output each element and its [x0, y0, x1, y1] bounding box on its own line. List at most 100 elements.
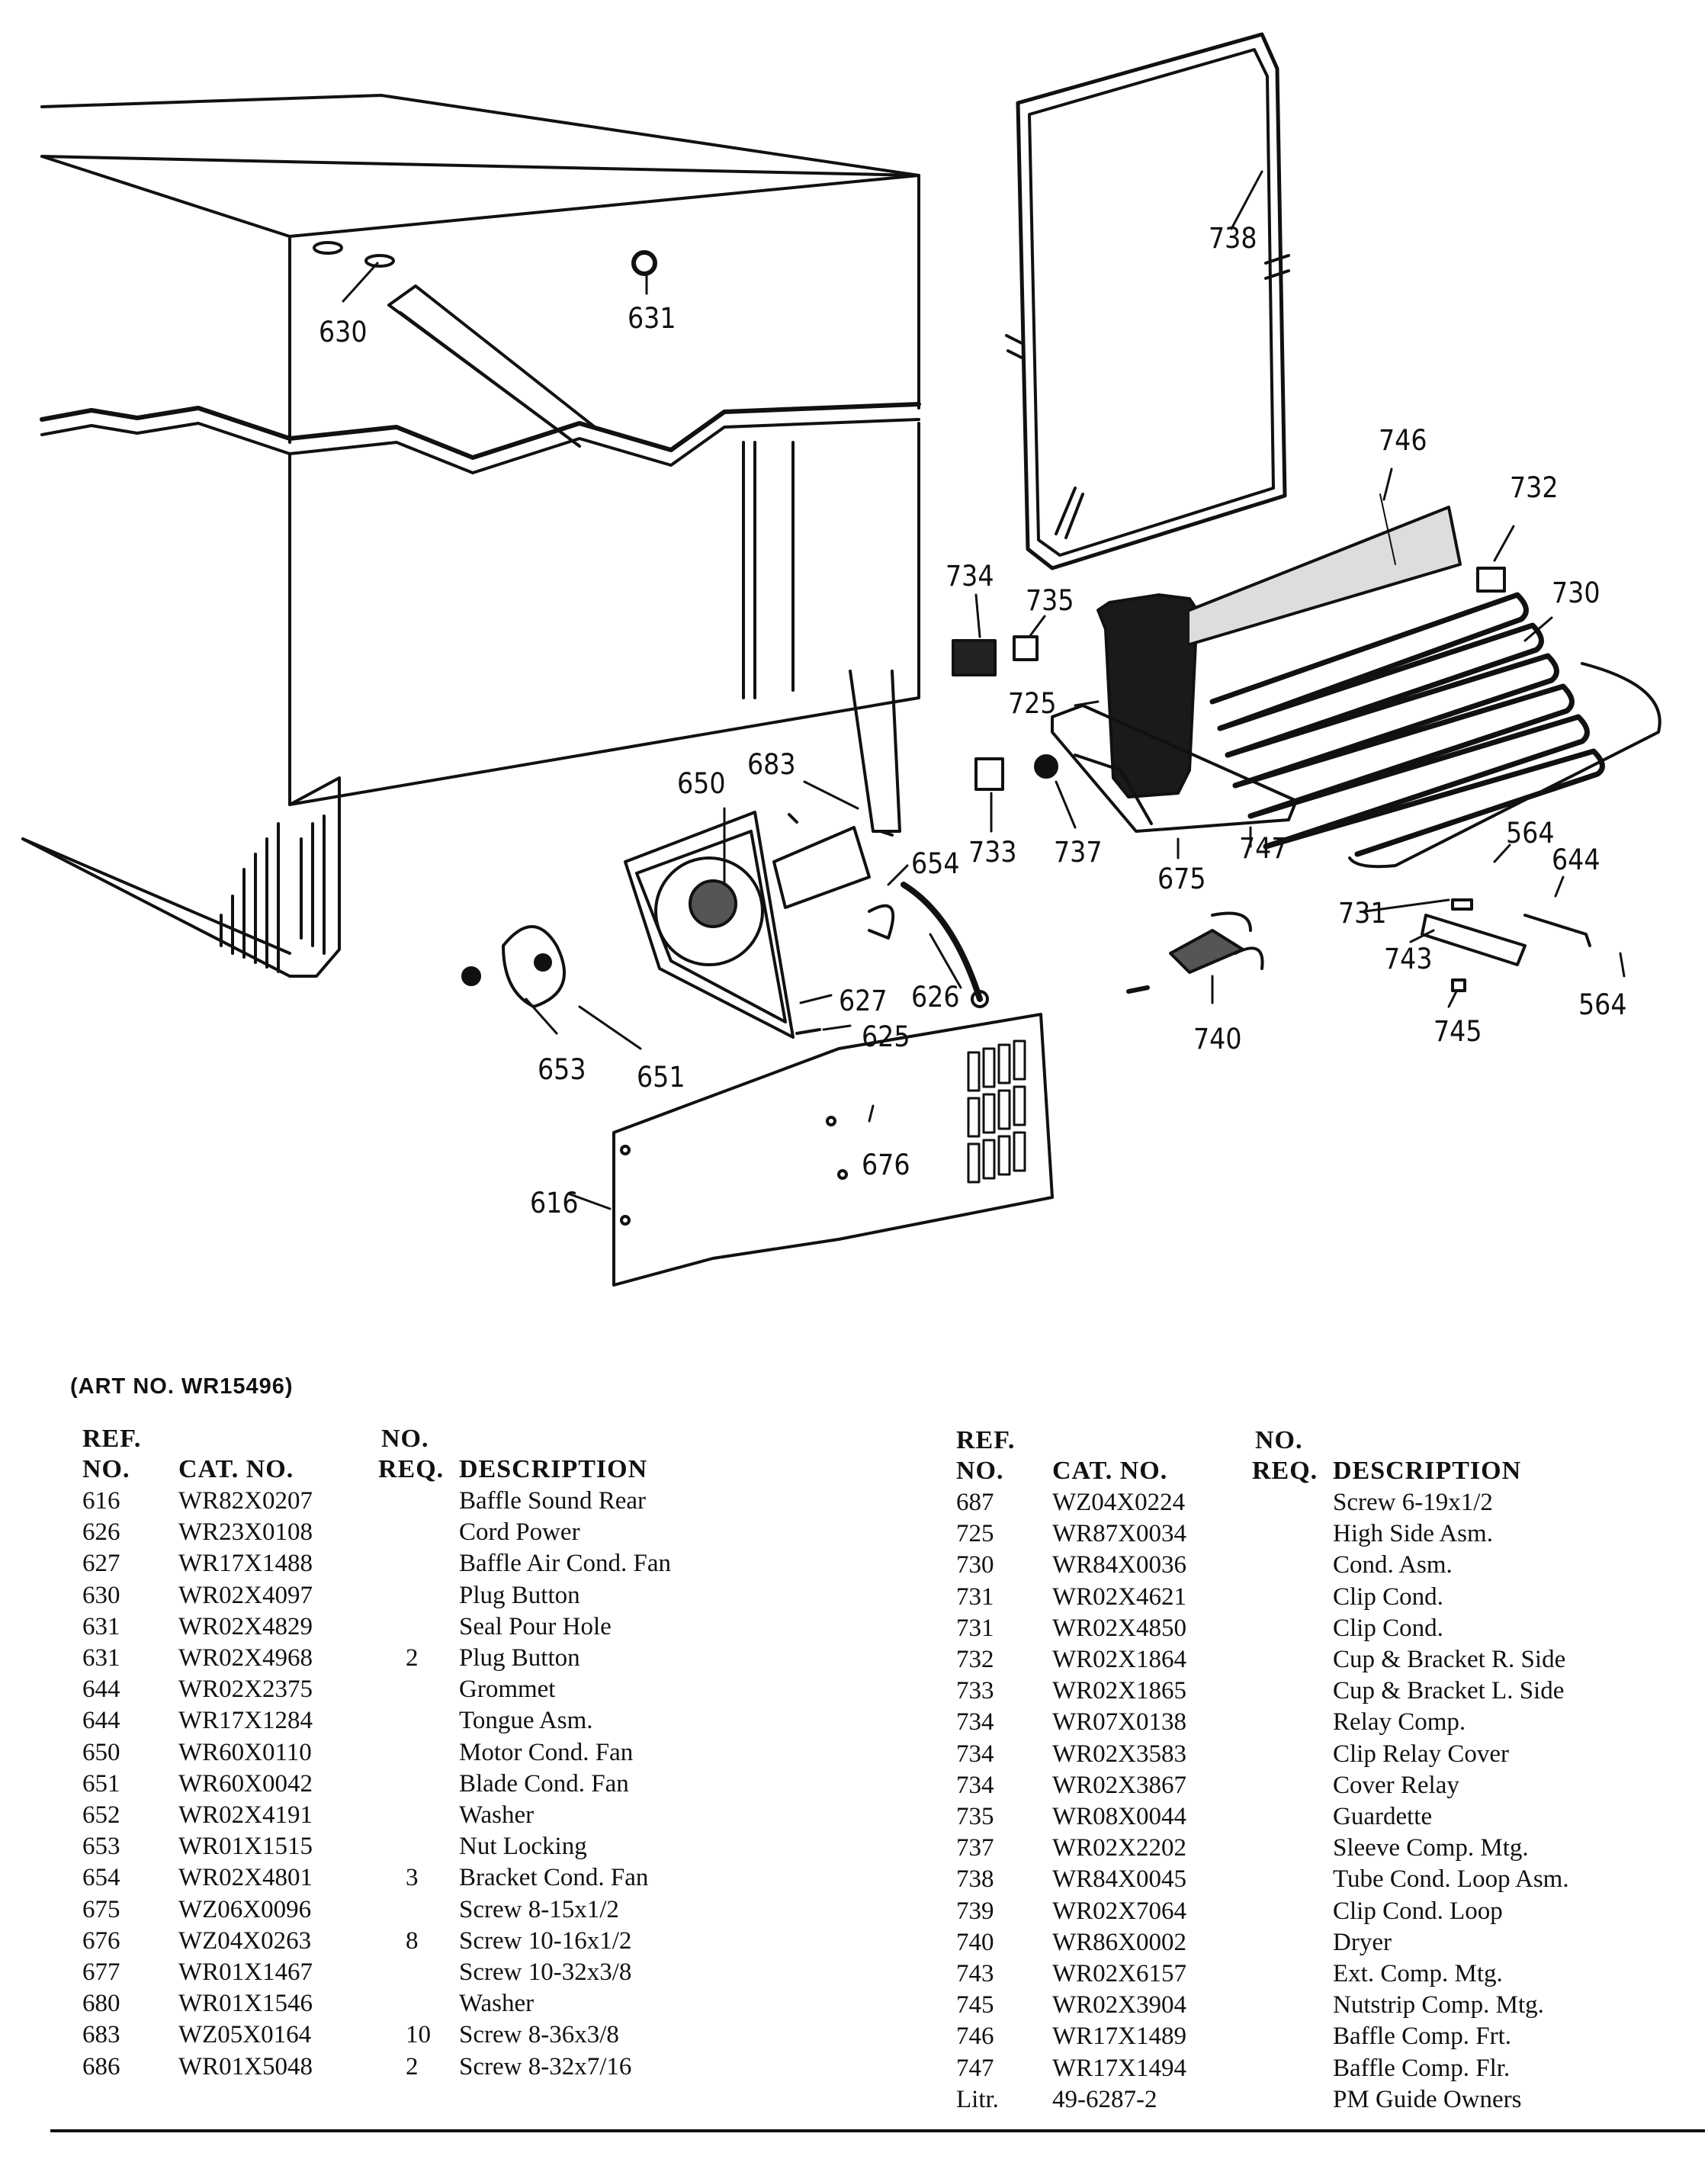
header-ref: REF. [82, 1425, 142, 1453]
callout-733: 733 [968, 836, 1017, 869]
description-cell: Screw 8-15x1/2 [459, 1895, 619, 1923]
cat-no-cell: WZ04X0224 [1052, 1489, 1186, 1516]
cat-no-cell: WR02X3583 [1052, 1740, 1186, 1768]
art-number: (ART NO. WR15496) [70, 1374, 294, 1399]
ref-cell: 730 [956, 1551, 994, 1579]
cat-no-cell: WR02X4097 [178, 1581, 313, 1609]
description-cell: Baffle Comp. Frt. [1333, 2023, 1512, 2051]
cat-no-cell: WR02X2375 [178, 1676, 313, 1704]
ref-cell: 747 [956, 2054, 994, 2082]
description-cell: Guardette [1333, 1803, 1433, 1830]
req-cell: 3 [406, 1864, 419, 1892]
ref-cell: 680 [82, 1990, 120, 2018]
callout-747: 747 [1239, 832, 1288, 865]
ref-cell: 626 [82, 1518, 120, 1547]
callout-626: 626 [911, 981, 960, 1014]
ref-cell: 676 [82, 1926, 120, 1955]
header-ref: REF. [956, 1426, 1016, 1454]
header-no-req-top: NO. [1255, 1426, 1303, 1454]
ref-cell: 616 [82, 1487, 120, 1515]
cat-no-cell: WZ05X0164 [178, 2021, 312, 2049]
callout-644: 644 [1552, 843, 1600, 876]
cat-no-cell: WR02X3867 [1052, 1771, 1186, 1799]
cat-no-cell: WR17X1488 [178, 1550, 313, 1578]
ref-cell: 653 [82, 1833, 120, 1861]
cat-no-cell: WR02X2202 [1052, 1834, 1186, 1862]
cat-no-cell: WR82X0207 [178, 1487, 313, 1515]
ref-cell: 731 [956, 1582, 994, 1611]
cat-no-cell: WR84X0036 [1052, 1551, 1186, 1579]
callout-625: 625 [862, 1020, 910, 1053]
ref-cell: 740 [956, 1928, 994, 1956]
description-cell: Tube Cond. Loop Asm. [1333, 1865, 1569, 1894]
callout-732: 732 [1510, 471, 1559, 504]
cat-no-cell: WR02X1864 [1052, 1646, 1186, 1673]
description-cell: Washer [459, 1801, 535, 1829]
ref-cell: 652 [82, 1801, 120, 1829]
description-cell: Baffle Comp. Flr. [1333, 2054, 1511, 2082]
description-cell: Clip Relay Cover [1333, 1740, 1509, 1768]
callout-616: 616 [530, 1187, 579, 1219]
cat-no-cell: 49-6287-2 [1052, 2085, 1157, 2113]
callout-653: 653 [538, 1053, 586, 1086]
cat-no-cell: WR23X0108 [178, 1518, 313, 1547]
description-cell: Dryer [1333, 1928, 1392, 1956]
callout-734: 734 [946, 560, 994, 593]
ref-cell: 743 [956, 1960, 994, 1987]
callout-731: 731 [1338, 897, 1387, 930]
callout-746: 746 [1379, 424, 1427, 457]
ref-cell: 733 [956, 1677, 994, 1705]
header-no: NO. [956, 1457, 1004, 1485]
cat-no-cell: WR02X1865 [1052, 1677, 1186, 1705]
cat-no-cell: WR01X1467 [178, 1958, 313, 1986]
cat-no-cell: WR01X1515 [178, 1833, 313, 1861]
ref-cell: 735 [956, 1803, 994, 1830]
exploded-parts-diagram: 630 631 738 746 732 730 734 735 725 683 … [21, 32, 1661, 1287]
description-cell: Nut Locking [459, 1833, 587, 1861]
callout-735: 735 [1026, 584, 1074, 617]
ref-cell: 738 [956, 1865, 994, 1894]
callout-650: 650 [677, 767, 726, 800]
cat-no-cell: WR08X0044 [1052, 1803, 1186, 1830]
callout-683: 683 [747, 748, 796, 781]
req-cell: 2 [406, 2052, 419, 2080]
ref-cell: 651 [82, 1769, 120, 1798]
description-cell: Ext. Comp. Mtg. [1333, 1960, 1503, 1987]
description-cell: Screw 10-32x3/8 [459, 1958, 632, 1986]
cat-no-cell: WR86X0002 [1052, 1928, 1186, 1956]
header-cat-no: CAT. NO. [1052, 1457, 1168, 1485]
callout-676: 676 [862, 1149, 910, 1181]
callout-740: 740 [1193, 1023, 1242, 1055]
callout-743: 743 [1384, 943, 1433, 975]
header-req: REQ. [1252, 1457, 1318, 1485]
description-cell: High Side Asm. [1333, 1520, 1493, 1548]
ref-cell: 745 [956, 1991, 994, 2019]
callout-675: 675 [1157, 863, 1206, 895]
ref-cell: 734 [956, 1771, 994, 1799]
leader-lines [342, 170, 1626, 1210]
ref-cell: 737 [956, 1834, 994, 1862]
ref-cell: 644 [82, 1676, 120, 1704]
cat-no-cell: WR02X4621 [1052, 1582, 1186, 1611]
cat-no-cell: WR02X3904 [1052, 1991, 1186, 2019]
description-cell: Washer [459, 1990, 535, 2018]
cat-no-cell: WR02X4850 [1052, 1614, 1186, 1642]
callout-654: 654 [911, 847, 960, 880]
cat-no-cell: WR02X4191 [178, 1801, 313, 1829]
ref-cell: 734 [956, 1708, 994, 1737]
fan-shroud-assembly [461, 811, 989, 1039]
header-cat-no: CAT. NO. [178, 1455, 294, 1483]
description-cell: Cord Power [459, 1518, 580, 1547]
cat-no-cell: WR17X1284 [178, 1707, 313, 1735]
cat-no-cell: WR87X0034 [1052, 1520, 1186, 1548]
cat-no-cell: WR01X5048 [178, 2052, 313, 2080]
description-cell: Grommet [459, 1676, 556, 1704]
description-cell: Screw 8-36x3/8 [459, 2021, 619, 2049]
cat-no-cell: WR17X1494 [1052, 2054, 1186, 2082]
refrigerator-cabinet [21, 94, 921, 978]
cat-no-cell: WR02X4801 [178, 1864, 313, 1892]
callout-725: 725 [1008, 687, 1057, 720]
ref-cell: 686 [82, 2052, 120, 2080]
ref-cell: 746 [956, 2023, 994, 2051]
cat-no-cell: WR84X0045 [1052, 1865, 1186, 1894]
